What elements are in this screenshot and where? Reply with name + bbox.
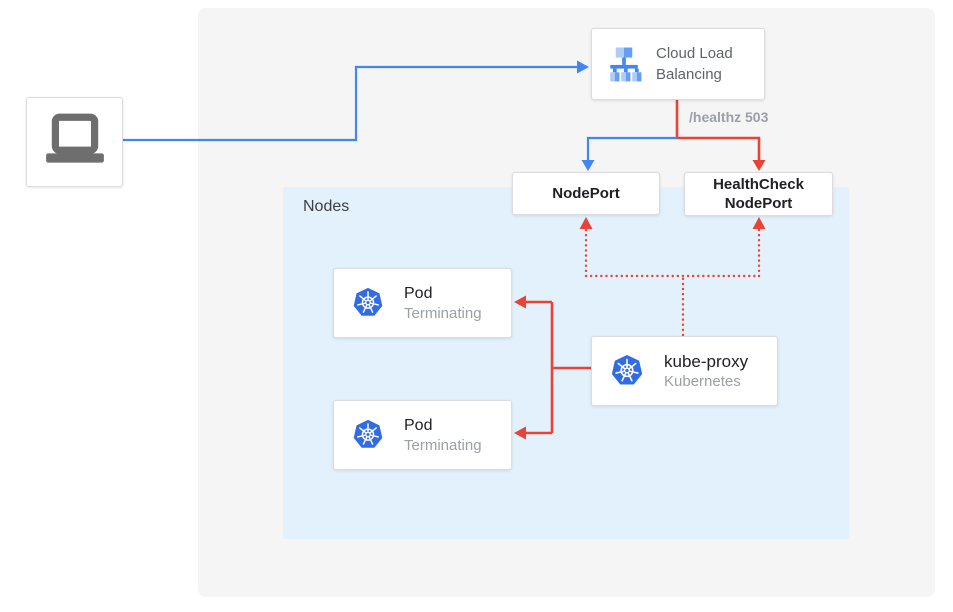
- kubeproxy-to-pods-arrows: [514, 295, 591, 440]
- nodes-group-label: Nodes: [303, 198, 350, 215]
- laptop-to-clb-arrow: [123, 60, 589, 142]
- kubernetes-icon: [353, 419, 383, 448]
- kubernetes-icon: [353, 287, 383, 316]
- clb-label: Cloud Load Balancing: [656, 45, 733, 83]
- kubernetes-icon: [611, 354, 643, 385]
- pod-terminating-card-1: Pod Terminating: [333, 268, 512, 338]
- kube-proxy-card: kube-proxy Kubernetes: [591, 336, 778, 406]
- pod-subtitle: Terminating: [404, 304, 482, 322]
- pod-title: Pod: [404, 416, 433, 434]
- clb-to-nodeport-arrow: [581, 136, 677, 171]
- kube-proxy-title: kube-proxy: [664, 351, 749, 371]
- clb-to-healthcheck-arrow: [675, 100, 766, 171]
- pod-title: Pod: [404, 284, 433, 302]
- client-laptop-card: [26, 97, 123, 187]
- kube-proxy-subtitle: Kubernetes: [664, 372, 741, 390]
- healthcheck-nodeport-card: HealthCheck NodePort: [684, 172, 833, 216]
- nodeport-card: NodePort: [512, 172, 660, 215]
- cloud-load-balancing-icon: [610, 47, 642, 82]
- kubeproxy-to-nodeports-dotted-arrows: [579, 217, 766, 337]
- healthcheck-nodeport-label: HealthCheck NodePort: [713, 176, 804, 212]
- nodeport-label: NodePort: [552, 185, 620, 202]
- pod-subtitle: Terminating: [404, 436, 482, 454]
- cloud-load-balancing-card: Cloud Load Balancing: [591, 28, 765, 100]
- pod-terminating-card-2: Pod Terminating: [333, 400, 512, 470]
- laptop-icon: [45, 113, 104, 163]
- healthz-status-label: /healthz 503: [689, 109, 769, 125]
